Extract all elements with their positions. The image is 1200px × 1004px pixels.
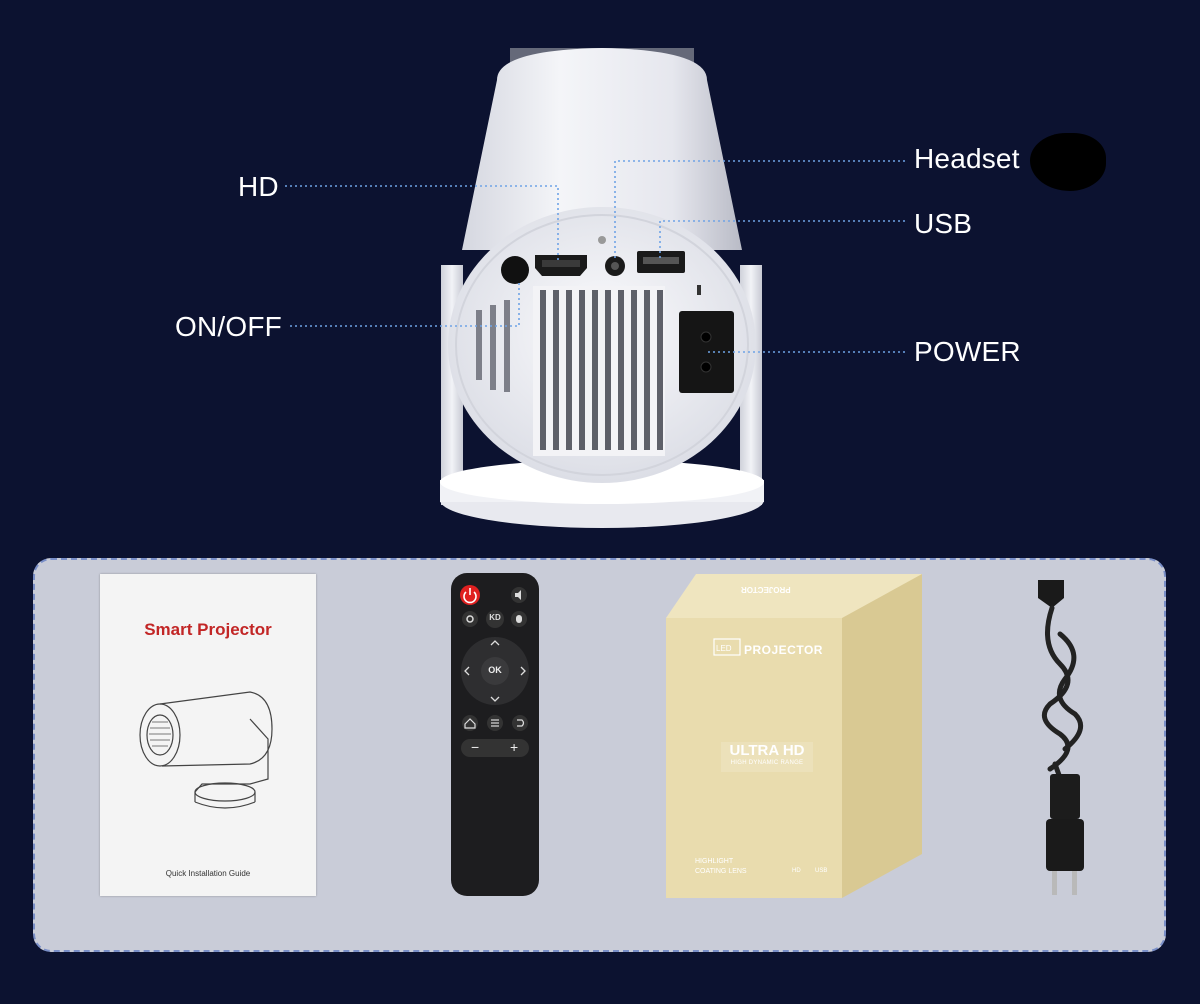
callout-hd: HD: [238, 171, 279, 202]
remote-ok-button[interactable]: [481, 657, 509, 685]
usb-leader-line: [659, 220, 907, 258]
onoff-leader-line: [290, 280, 520, 327]
headset-leader-line: [614, 160, 907, 258]
box-ultra-hd-sub: HIGH DYNAMIC RANGE: [730, 760, 804, 766]
manual-title: Smart Projector: [144, 620, 272, 639]
remote-kd-label: KD: [489, 613, 501, 622]
remote-control: KD OK − +: [451, 573, 539, 896]
redaction-blob: [1030, 133, 1106, 191]
callout-headset: Headset: [914, 143, 1020, 174]
remote-plus-label: +: [510, 739, 519, 755]
hd-leader-line: [285, 185, 559, 262]
left-vent: [476, 300, 510, 392]
remote-back-icon[interactable]: [512, 715, 528, 731]
box-coating-line1: HIGHLIGHT: [695, 858, 734, 865]
manual-footer: Quick Installation Guide: [165, 869, 251, 878]
box-port-usb: USB: [815, 868, 828, 874]
remote-volume-rocker[interactable]: [461, 739, 529, 757]
box-led-badge: LED: [716, 644, 732, 653]
quick-installation-guide: Smart Projector Quick Installation Guide: [100, 574, 316, 896]
remote-ok-label: OK: [488, 665, 502, 675]
callout-on-off: ON/OFF: [175, 311, 282, 342]
callout-usb: USB: [914, 208, 973, 239]
box-brand: PROJECTOR: [744, 643, 823, 657]
box-brand-top: PROJECTOR: [741, 585, 791, 594]
callout-power: POWER: [914, 336, 1021, 367]
remote-settings-icon[interactable]: [462, 611, 478, 627]
power-socket: [679, 311, 734, 393]
center-vent: [533, 286, 665, 456]
manual-projector-sketch: [139, 691, 273, 809]
remote-minus-label: −: [471, 739, 480, 755]
remote-kd-button[interactable]: [486, 610, 504, 628]
packaging-box: [666, 574, 922, 898]
box-ultra-hd: ULTRA HD HIGH DYNAMIC RANGE: [721, 742, 813, 772]
projector-back-view: [285, 48, 907, 528]
power-button[interactable]: [501, 256, 529, 284]
power-cable: [1038, 580, 1084, 895]
box-coating-line2: COATING LENS: [695, 868, 747, 875]
box-ultra-hd-label: ULTRA HD: [729, 742, 805, 759]
box-port-hd: HD: [792, 868, 801, 874]
remote-home-icon[interactable]: [462, 715, 478, 731]
